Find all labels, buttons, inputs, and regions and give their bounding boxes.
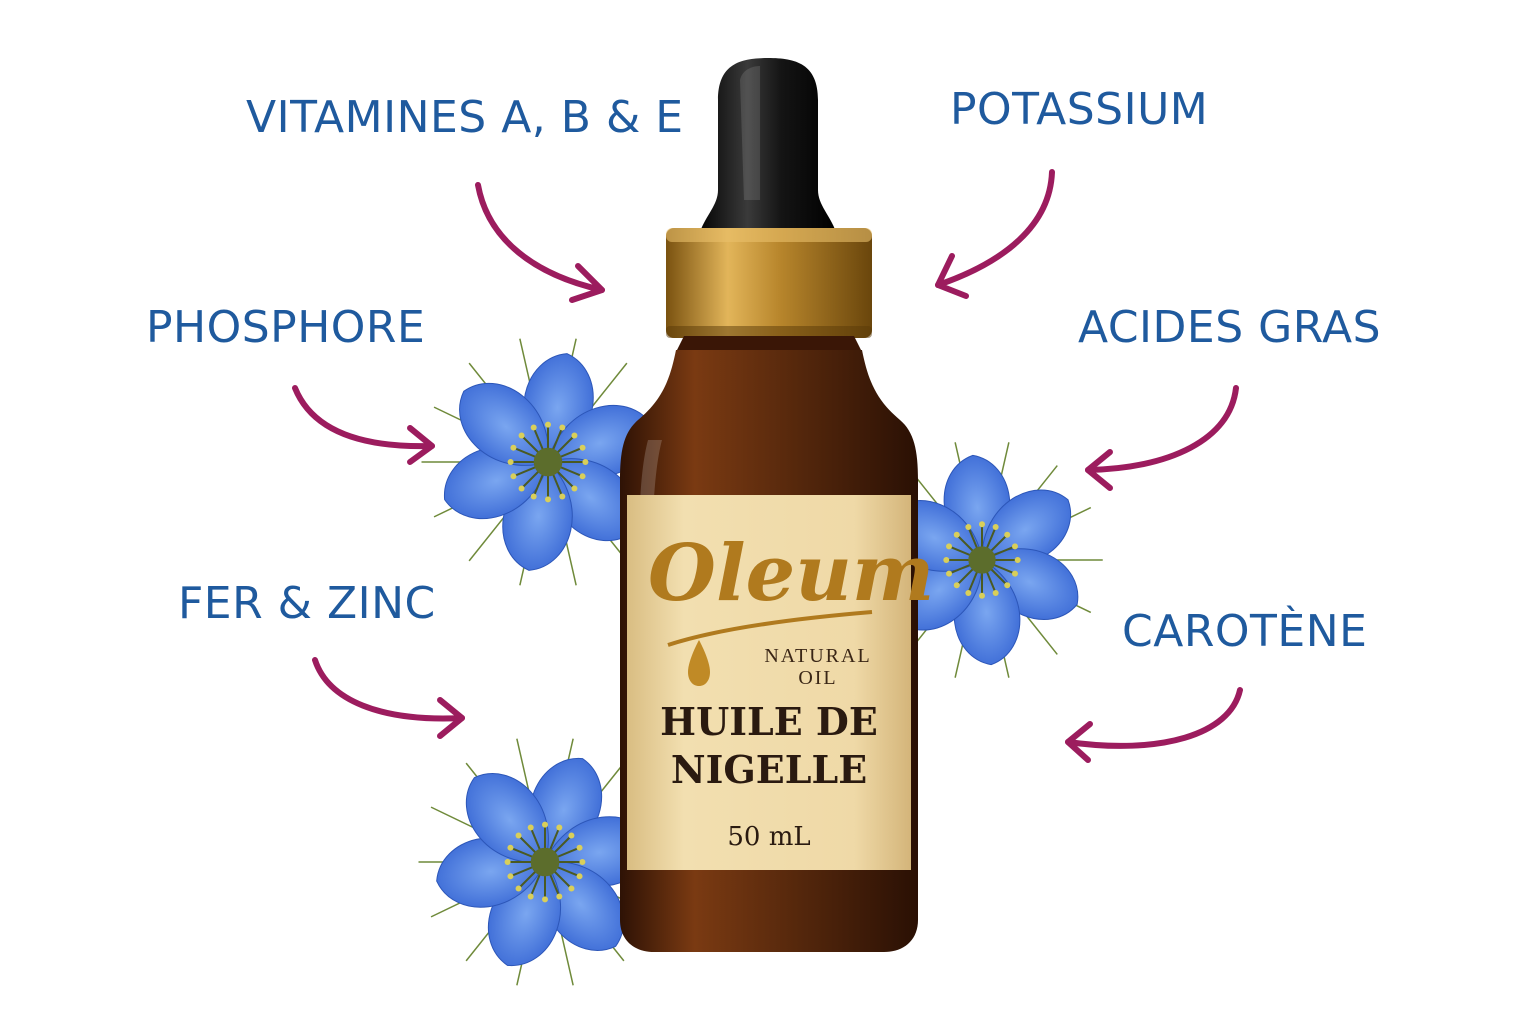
- arrow-fer: [312, 657, 465, 739]
- tagline-oil: OIL: [798, 667, 837, 689]
- nutrient-label-potassium: POTASSIUM: [950, 84, 1209, 135]
- bottle-label: [627, 495, 911, 870]
- product-name-line1: HUILE DE: [660, 699, 878, 744]
- nutrient-label-acides: ACIDES GRAS: [1078, 302, 1382, 353]
- oil-drop-icon: [688, 640, 710, 686]
- dropper-bulb: [700, 58, 836, 232]
- nutrient-label-phosphore: PHOSPHORE: [146, 302, 426, 353]
- arrow-carotene: [1065, 687, 1243, 763]
- product-name-line2: NIGELLE: [671, 747, 867, 792]
- arrows: [292, 169, 1243, 763]
- oil-bottle: Oleum NATURAL OIL HUILE DE NIGELLE 50 mL: [620, 58, 934, 952]
- nutrient-label-carotene: CAROTÈNE: [1122, 606, 1368, 657]
- arrow-vitamines: [475, 182, 605, 303]
- gold-collar: [666, 228, 872, 338]
- brand-logo: Oleum: [648, 528, 934, 619]
- arrow-potassium: [935, 169, 1055, 299]
- arrow-phosphore: [292, 385, 435, 465]
- tagline-natural: NATURAL: [764, 645, 871, 667]
- arrow-acides: [1085, 385, 1239, 491]
- flower-bottom-left: [418, 738, 672, 986]
- nigella-flowers: [418, 338, 1103, 986]
- nutrient-label-fer: FER & ZINC: [178, 578, 436, 629]
- volume: 50 mL: [727, 822, 810, 852]
- nutrient-label-vitamines: VITAMINES A, B & E: [246, 92, 684, 143]
